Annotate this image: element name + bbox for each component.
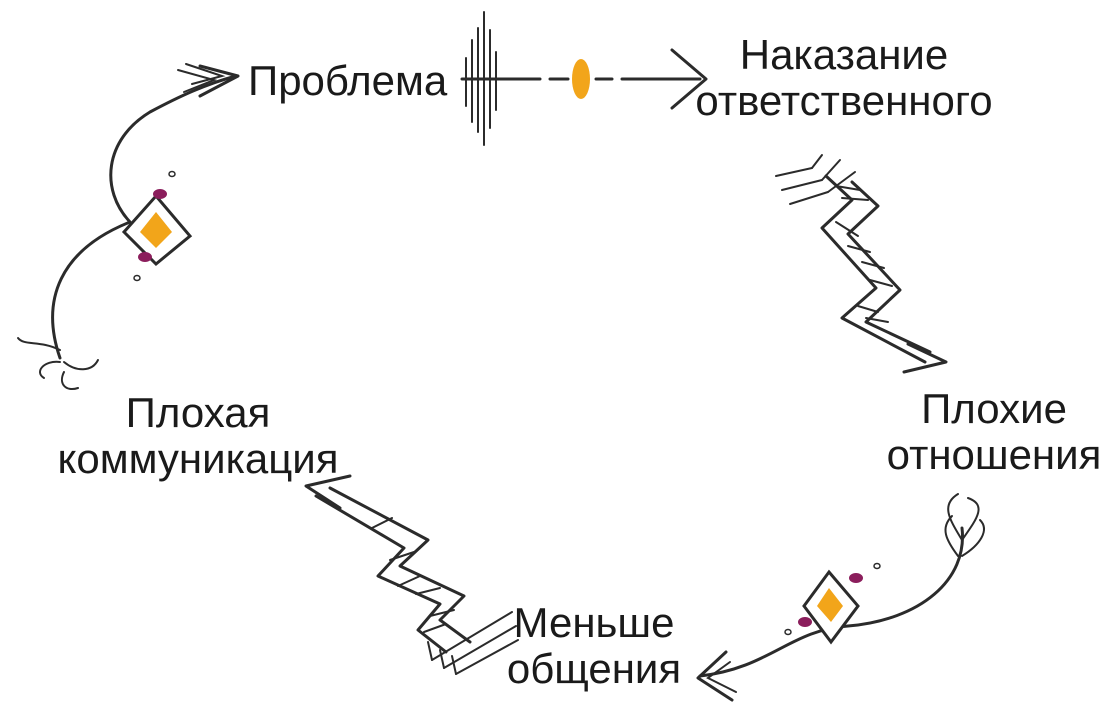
orange-oval [572, 59, 590, 99]
diamond [121, 193, 193, 267]
node-punishment-line2: ответственного [695, 77, 993, 124]
purple-dot [153, 189, 167, 199]
purple-dot [798, 617, 812, 627]
node-bad-communication: Плохая коммуникация [46, 390, 350, 482]
node-problem-line1: Проблема [248, 57, 448, 104]
node-bad-communication-line1: Плохая [125, 389, 271, 436]
node-bad-relations: Плохие отношения [886, 386, 1102, 478]
node-bad-communication-line2: коммуникация [57, 435, 339, 482]
small-ring [168, 170, 176, 178]
edge-bad-communication-to-problem [17, 63, 240, 390]
purple-dot [849, 573, 863, 583]
node-punishment-line1: Наказание [739, 31, 949, 78]
arrowhead [902, 342, 948, 374]
purple-dot [138, 252, 152, 262]
node-less-communication-line1: Меньше [513, 599, 675, 646]
small-ring [784, 628, 792, 636]
edge-less-communication-to-bad-communication [304, 474, 519, 675]
arrowhead [304, 474, 352, 510]
node-less-communication-line2: общения [506, 645, 682, 692]
arrowhead [670, 48, 708, 110]
arrowhead [198, 64, 240, 98]
node-bad-relations-line2: отношения [886, 431, 1102, 478]
feather-lines [775, 154, 856, 205]
edge-problem-to-punishment [460, 11, 708, 146]
small-ring [133, 274, 141, 282]
arrowhead [696, 650, 734, 702]
node-punishment: Наказание ответственного [686, 32, 1002, 124]
edge-bad-relations-to-less-communication [696, 493, 985, 702]
zigzag-hatching [835, 185, 893, 323]
zigzag-hatching [371, 517, 455, 633]
node-problem: Проблема [248, 58, 447, 104]
edge-punishment-to-bad-relations [775, 154, 948, 374]
tuft-lines [17, 337, 99, 390]
small-ring [873, 562, 881, 570]
node-less-communication: Меньше общения [494, 600, 694, 692]
node-bad-relations-line1: Плохие [921, 385, 1067, 432]
diamond [802, 569, 860, 645]
tuft-lines [944, 493, 985, 557]
